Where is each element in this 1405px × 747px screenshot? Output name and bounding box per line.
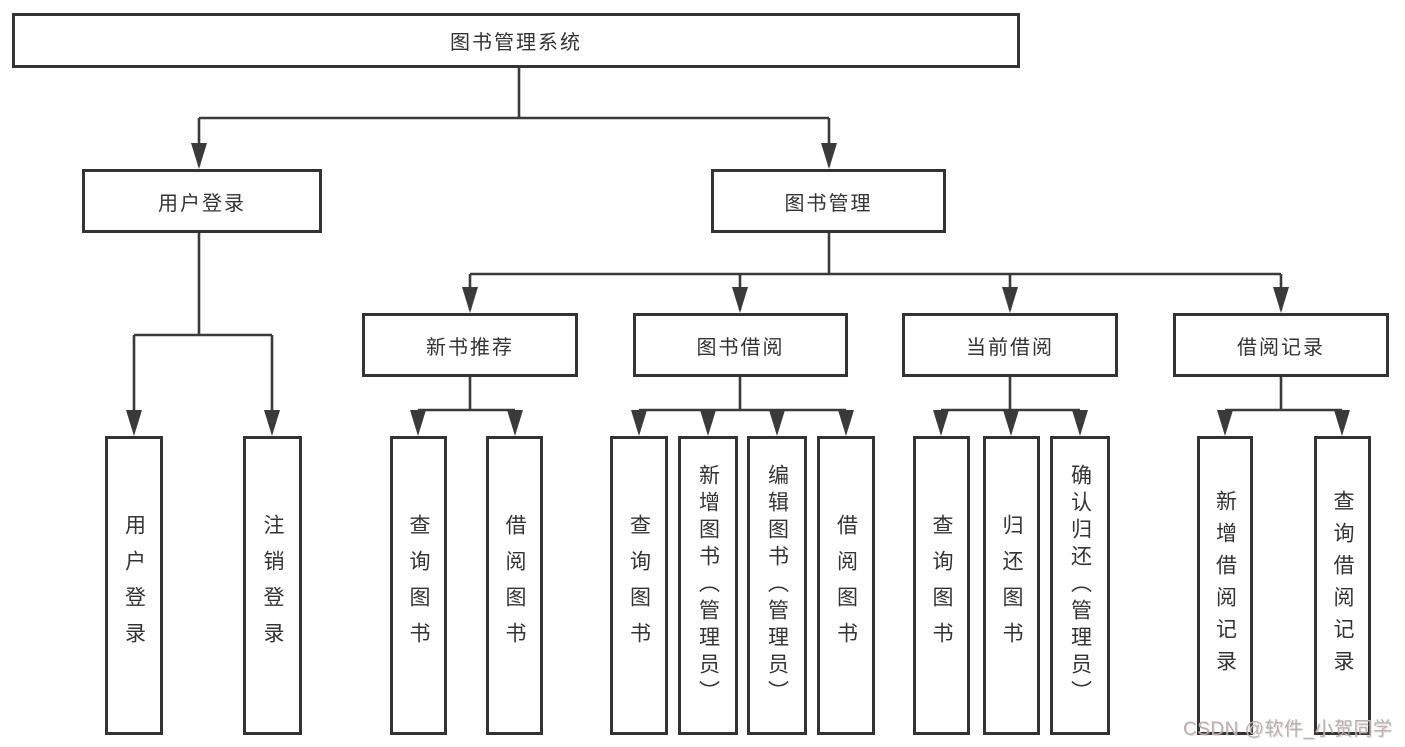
leaf-confirm-return-admin: 确认归还（管理员） <box>1050 436 1110 735</box>
leaf-return-books: 归还图书 <box>983 436 1040 735</box>
node-current-borrow: 当前借阅 <box>902 313 1118 377</box>
connector-root-to-level2 <box>197 68 831 166</box>
node-label: 查询图书 <box>627 513 651 658</box>
node-label: 新书推荐 <box>426 336 514 359</box>
node-label: 借阅图书 <box>503 513 526 658</box>
node-label: 图书管理系统 <box>450 32 582 54</box>
node-book-management: 图书管理 <box>711 169 946 233</box>
node-label: 编辑图书（管理员） <box>765 464 789 707</box>
connector-new-book-recommend-to-leaves <box>416 377 517 432</box>
leaf-add-books-admin: 新增图书（管理员） <box>678 436 738 735</box>
leaf-query-books-current: 查询图书 <box>913 436 970 735</box>
node-label: 注销登录 <box>261 513 284 658</box>
node-label: 用户登录 <box>158 192 246 215</box>
leaf-borrow-books: 借阅图书 <box>817 436 875 735</box>
node-book-borrow: 图书借阅 <box>633 313 848 377</box>
node-new-book-recommend: 新书推荐 <box>362 313 578 377</box>
node-label: 当前借阅 <box>966 336 1054 359</box>
connector-user-login-to-leaves <box>132 233 274 432</box>
leaf-user-login: 用户登录 <box>105 436 163 735</box>
leaf-query-books-borrow: 查询图书 <box>610 436 668 735</box>
node-label: 新增图书（管理员） <box>696 464 720 707</box>
csdn-watermark: CSDN @软件_小贺同学 <box>1183 719 1393 740</box>
node-label: 借阅记录 <box>1237 336 1325 359</box>
leaf-edit-books-admin: 编辑图书（管理员） <box>747 436 807 735</box>
leaf-add-borrow-record: 新增借阅记录 <box>1197 436 1253 735</box>
node-label: 用户登录 <box>122 513 146 658</box>
node-label: 图书管理 <box>784 192 873 215</box>
node-user-login: 用户登录 <box>82 169 322 233</box>
node-label: 确认归还（管理员） <box>1068 464 1092 707</box>
leaf-query-borrow-record: 查询借阅记录 <box>1314 436 1371 735</box>
node-borrow-records: 借阅记录 <box>1173 313 1389 377</box>
node-label: 查询借阅记录 <box>1331 489 1354 682</box>
node-library-management-system: 图书管理系统 <box>12 13 1020 68</box>
leaf-borrow-books-recommend: 借阅图书 <box>486 436 543 735</box>
node-label: 查询图书 <box>930 513 953 658</box>
arrowheads <box>126 143 1350 436</box>
leaf-query-books-recommend: 查询图书 <box>390 436 447 735</box>
node-label: 查询图书 <box>407 513 430 658</box>
node-label: 归还图书 <box>1000 513 1023 658</box>
leaf-logout: 注销登录 <box>243 436 302 735</box>
connector-book-borrow-to-leaves <box>637 377 848 432</box>
node-label: 借阅图书 <box>834 513 858 658</box>
node-label: 新增借阅记录 <box>1213 489 1237 682</box>
connector-borrow-records-to-leaves <box>1223 377 1344 432</box>
node-label: 图书借阅 <box>696 336 785 359</box>
connector-book-management-to-level3 <box>468 233 1283 310</box>
